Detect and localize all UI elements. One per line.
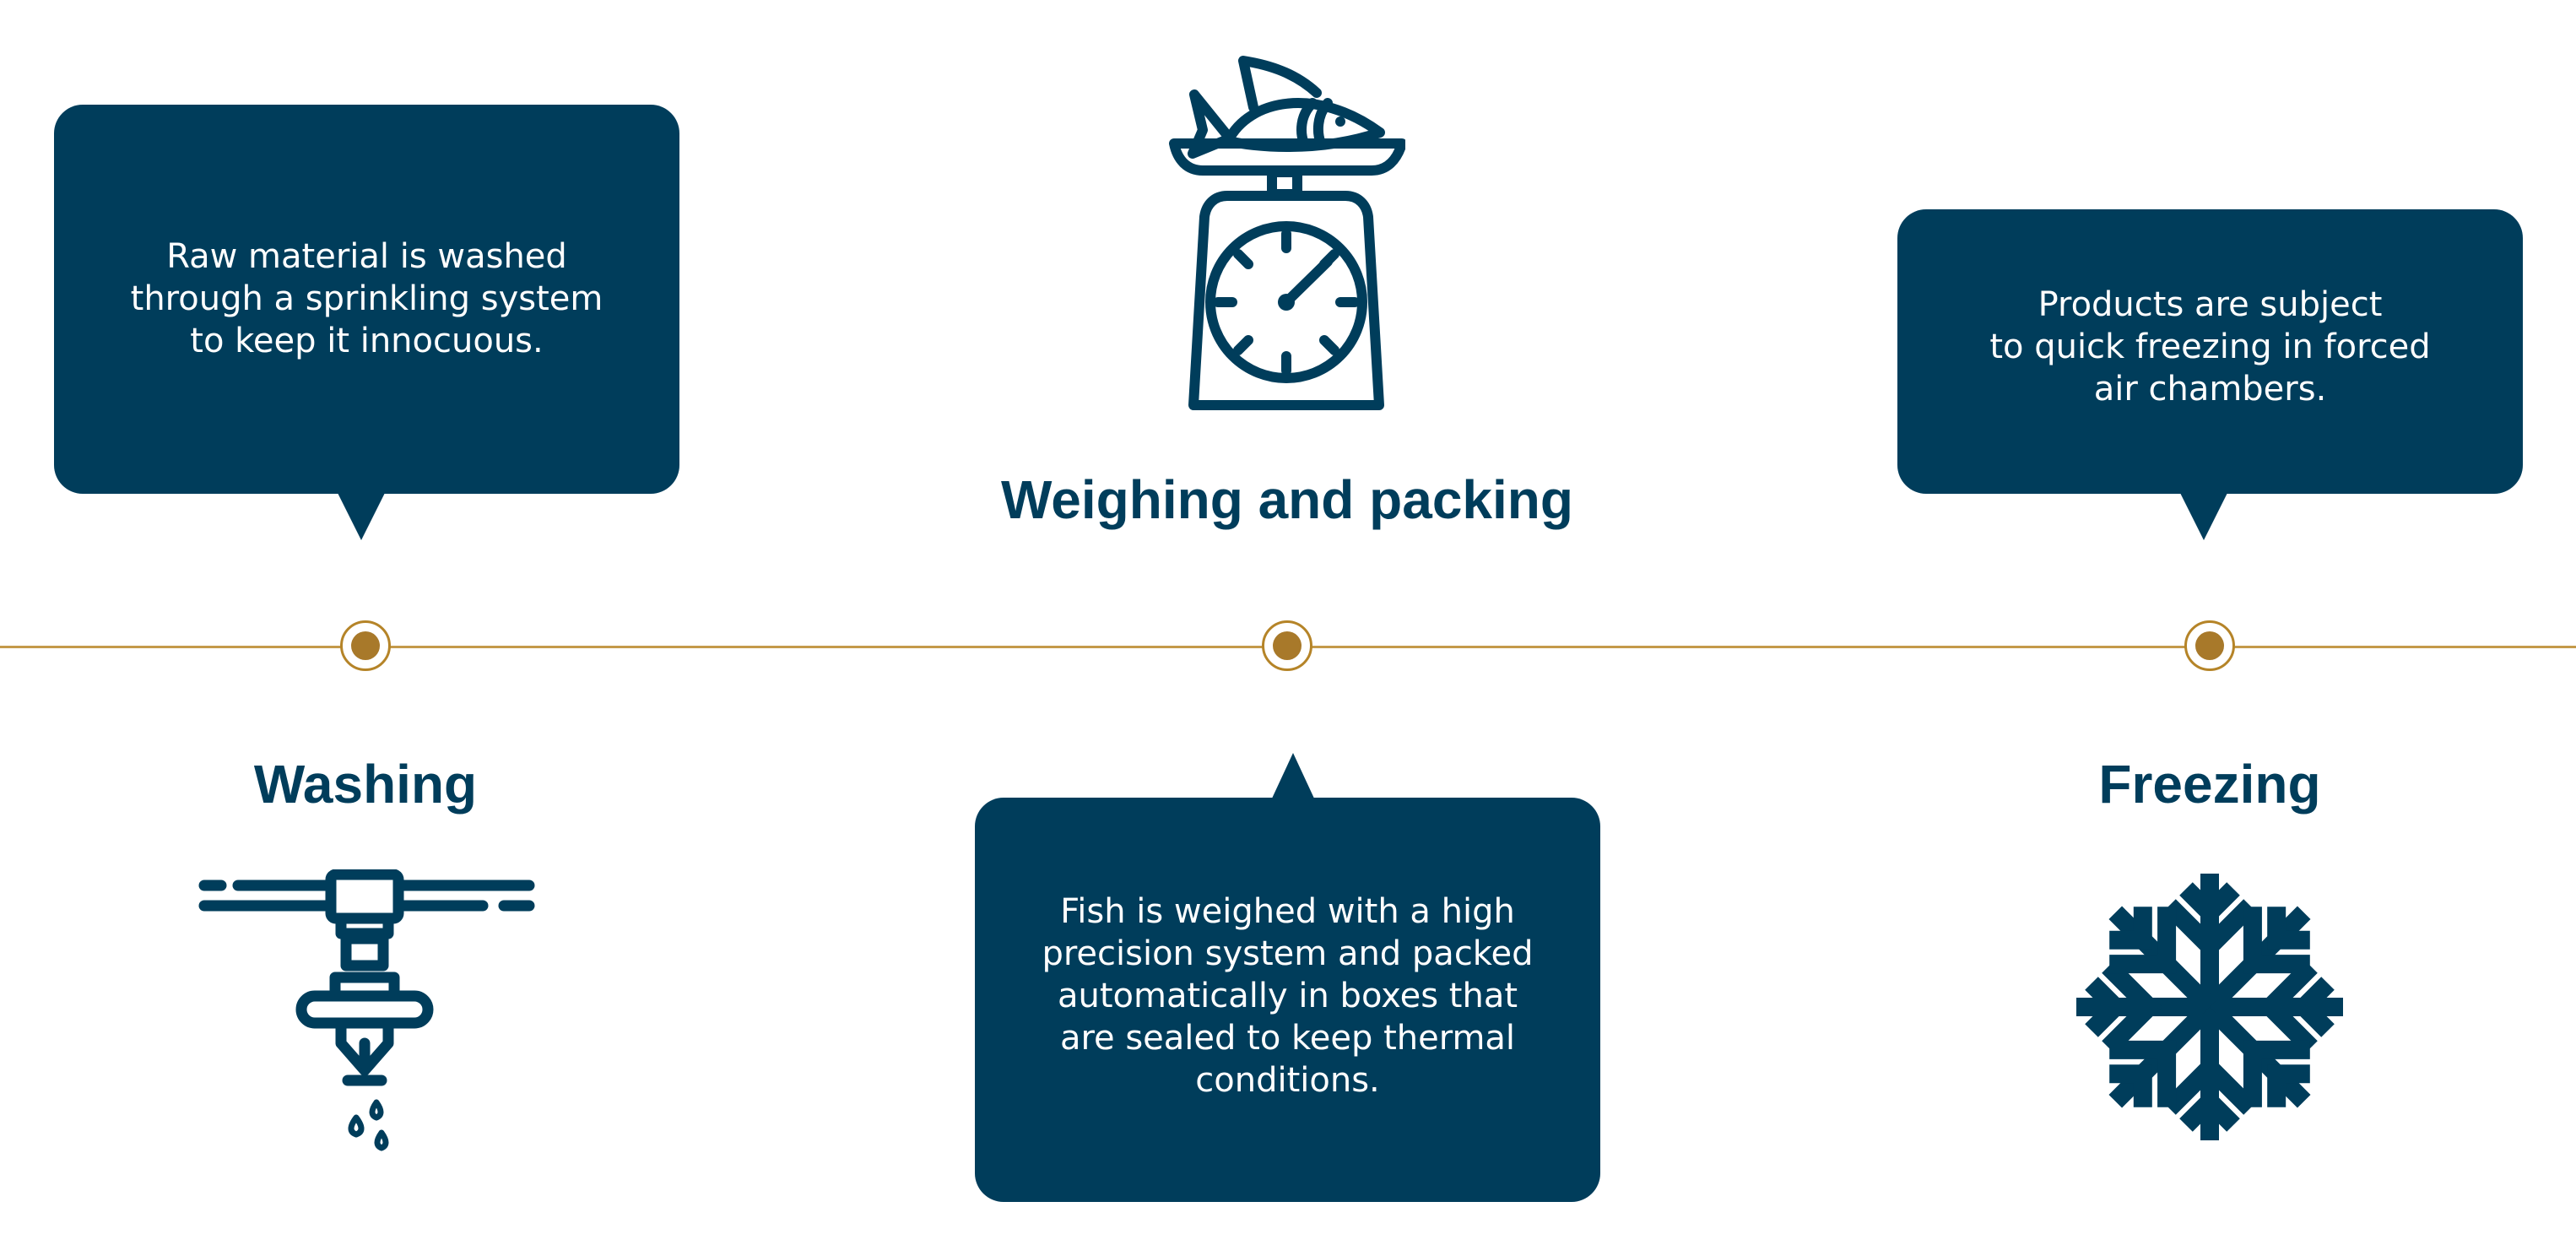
freezing-description: Products are subject to quick freezing i… [1989,285,2431,409]
fish-scale-icon [1169,52,1405,411]
sprinkler-icon [196,869,537,1161]
snowflake-icon [2072,869,2347,1145]
timeline-marker-weighing [1262,620,1312,671]
weighing-description-bubble: Fish is weighed with a high precision sy… [975,798,1600,1202]
washing-description: Raw material is washed through a sprinkl… [130,237,603,360]
weighing-description: Fish is weighed with a high precision sy… [1042,892,1534,1100]
freezing-description-bubble: Products are subject to quick freezing i… [1897,209,2523,494]
washing-title: Washing [253,754,478,815]
timeline-marker-freezing [2184,620,2235,671]
freezing-bubble-tail [2180,493,2227,540]
weighing-bubble-tail [1271,753,1315,800]
freezing-title: Freezing [2098,754,2321,815]
timeline-marker-washing [340,620,391,671]
weighing-and-packing-title: Weighing and packing [1001,469,1573,530]
washing-description-bubble: Raw material is washed through a sprinkl… [54,105,679,494]
washing-bubble-tail [338,493,385,540]
